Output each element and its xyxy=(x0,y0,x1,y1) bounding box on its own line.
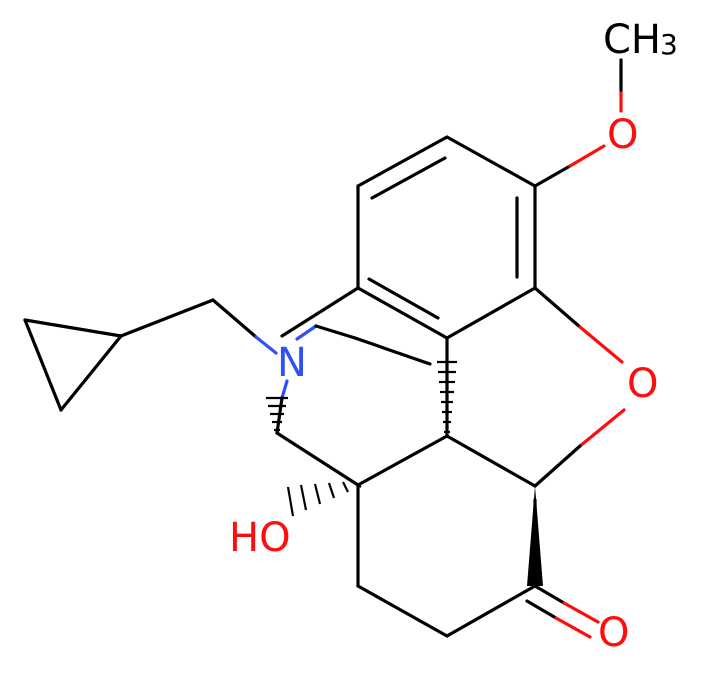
stereo-hash-bond-c14 xyxy=(286,481,362,517)
methyl-text: CH xyxy=(603,17,661,63)
atom-methyl-label: CH 3 xyxy=(603,17,678,63)
stereo-wedge-bond-c5 xyxy=(527,486,543,586)
stereo-hash-bond-c9 xyxy=(266,396,288,432)
atom-nitrogen: N xyxy=(277,340,307,386)
atom-ether-oxygen: O xyxy=(627,361,658,407)
ether-bridge-bonds xyxy=(533,286,626,488)
methoxy-bonds xyxy=(533,58,623,188)
n-substituent-bonds xyxy=(119,298,278,355)
cyclopropyl-ring xyxy=(23,318,123,412)
stereo-hash-bond-c13 xyxy=(437,360,457,434)
atom-hydroxyl: HO xyxy=(229,515,291,561)
atom-methoxy-oxygen: O xyxy=(607,112,638,158)
atom-ketone-oxygen: O xyxy=(598,610,629,656)
methyl-subscript: 3 xyxy=(660,28,678,61)
piperidine-bonds xyxy=(275,324,432,487)
ketone-bond xyxy=(525,584,600,639)
aromatic-ring xyxy=(356,135,537,340)
